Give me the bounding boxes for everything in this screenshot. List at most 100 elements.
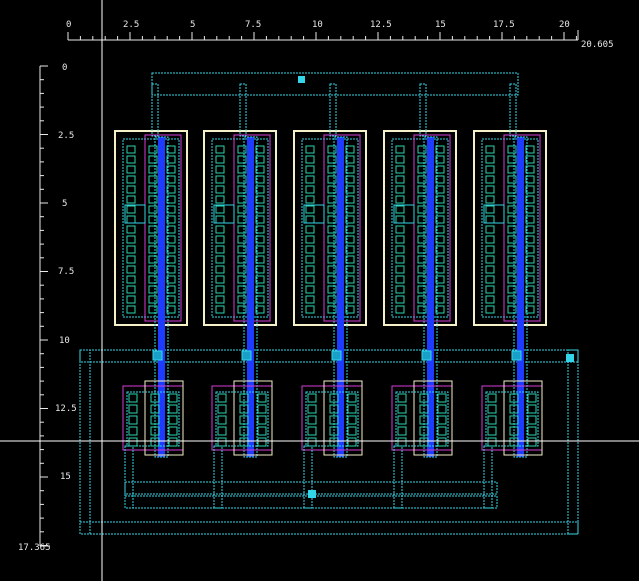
pmos-source-strap	[124, 204, 146, 224]
pmos-contact	[215, 305, 225, 314]
pmos-contact	[215, 275, 225, 284]
gate-metal2	[337, 137, 344, 457]
nmos-contact	[487, 426, 497, 436]
nmos-contact	[329, 393, 339, 403]
left-ruler-end-label: 17.365	[18, 543, 51, 553]
pmos-contact	[435, 305, 445, 314]
pmos-diffusion	[301, 138, 359, 318]
pmos-contact	[507, 205, 517, 214]
pmos-contact	[417, 215, 427, 224]
pmos-contact	[525, 235, 535, 244]
top-ruler-labels: 0 2.5 5 7.5 10 12.5 15 17.5 20 20.605	[66, 20, 614, 50]
pmos-contact	[525, 155, 535, 164]
nmos-contact	[397, 426, 407, 436]
pmos-contact	[435, 195, 445, 204]
left-ruler-label: 5	[62, 199, 67, 209]
pmos-contact	[525, 305, 535, 314]
nmos-contact	[329, 404, 339, 414]
pmos-contact	[417, 245, 427, 254]
nmos-drain-strap	[393, 445, 403, 509]
pmos-contact	[166, 225, 176, 234]
pmos-contact	[255, 175, 265, 184]
pmos-contact	[126, 235, 136, 244]
pmos-contact	[166, 305, 176, 314]
pmos-contact	[166, 265, 176, 274]
pmos-contact	[166, 165, 176, 174]
pmos-contact	[237, 265, 247, 274]
pmos-contact	[507, 165, 517, 174]
pmos-contact	[237, 165, 247, 174]
top-ruler-label: 15	[435, 20, 446, 30]
pmos-contact	[126, 265, 136, 274]
pmos-contact	[507, 305, 517, 314]
left-ruler-label: 7.5	[58, 267, 74, 277]
nmos-contact	[168, 404, 178, 414]
pmos-contact	[148, 185, 158, 194]
pmos-contact	[525, 195, 535, 204]
pmos-contact	[255, 265, 265, 274]
pmos-contact	[485, 225, 495, 234]
pmos-contact	[417, 225, 427, 234]
pmos-contact	[148, 225, 158, 234]
pmos-contact	[237, 155, 247, 164]
pmos-contact	[507, 225, 517, 234]
nmos-contact	[257, 437, 267, 447]
nmos-contact	[329, 437, 339, 447]
pmos-contact	[395, 235, 405, 244]
nmos-contact	[150, 393, 160, 403]
pmos-contact	[255, 145, 265, 154]
pmos-contact	[345, 245, 355, 254]
pmos-contact	[507, 245, 517, 254]
pmos-contact	[215, 265, 225, 274]
pmos-contact	[305, 155, 315, 164]
pmos-contact	[327, 295, 337, 304]
pmos-contact	[507, 295, 517, 304]
pmos-contact	[525, 295, 535, 304]
nmos-active-outline	[233, 380, 273, 456]
nmos-contact	[307, 393, 317, 403]
pmos-contact	[525, 185, 535, 194]
pmos-contact	[126, 225, 136, 234]
pmos-contact	[345, 155, 355, 164]
pmos-contact	[327, 305, 337, 314]
top-ruler-label: 10	[312, 20, 323, 30]
left-ruler	[39, 65, 50, 547]
pmos-source-strap	[393, 204, 415, 224]
nmos-active-outline	[144, 380, 184, 456]
pmos-contact	[305, 285, 315, 294]
pmos-contact	[435, 205, 445, 214]
pmos-contact	[148, 175, 158, 184]
nmos-contact	[217, 404, 227, 414]
pmos-contact	[395, 255, 405, 264]
pmos-contact	[148, 285, 158, 294]
gate-metal1-outline	[423, 136, 438, 458]
pmos-contact	[255, 195, 265, 204]
nmos-contact	[347, 393, 357, 403]
pmos-contact	[126, 285, 136, 294]
pmos-nwell	[114, 130, 188, 326]
layout-geometry	[79, 72, 579, 535]
pmos-contact	[417, 185, 427, 194]
top-ruler-label: 17.5	[493, 20, 515, 30]
pmos-contact	[255, 235, 265, 244]
pmos-contact	[417, 155, 427, 164]
nmos-contact	[509, 437, 519, 447]
top-ruler-label: 0	[66, 20, 71, 30]
nmos-contact	[217, 393, 227, 403]
pmos-contact	[126, 275, 136, 284]
pmos-contact	[485, 275, 495, 284]
pmos-contact	[327, 255, 337, 264]
nmos-contact	[509, 404, 519, 414]
nmos-contact	[128, 415, 138, 425]
nmos-contact	[347, 404, 357, 414]
gate-metal2	[247, 137, 254, 457]
pmos-contact	[126, 145, 136, 154]
pmos-contact	[435, 215, 445, 224]
pmos-contact	[215, 235, 225, 244]
pmos-contact	[255, 215, 265, 224]
pmos-contact	[255, 205, 265, 214]
gate-strap	[329, 83, 337, 137]
nmos-contact	[239, 437, 249, 447]
pmos-contact	[166, 295, 176, 304]
